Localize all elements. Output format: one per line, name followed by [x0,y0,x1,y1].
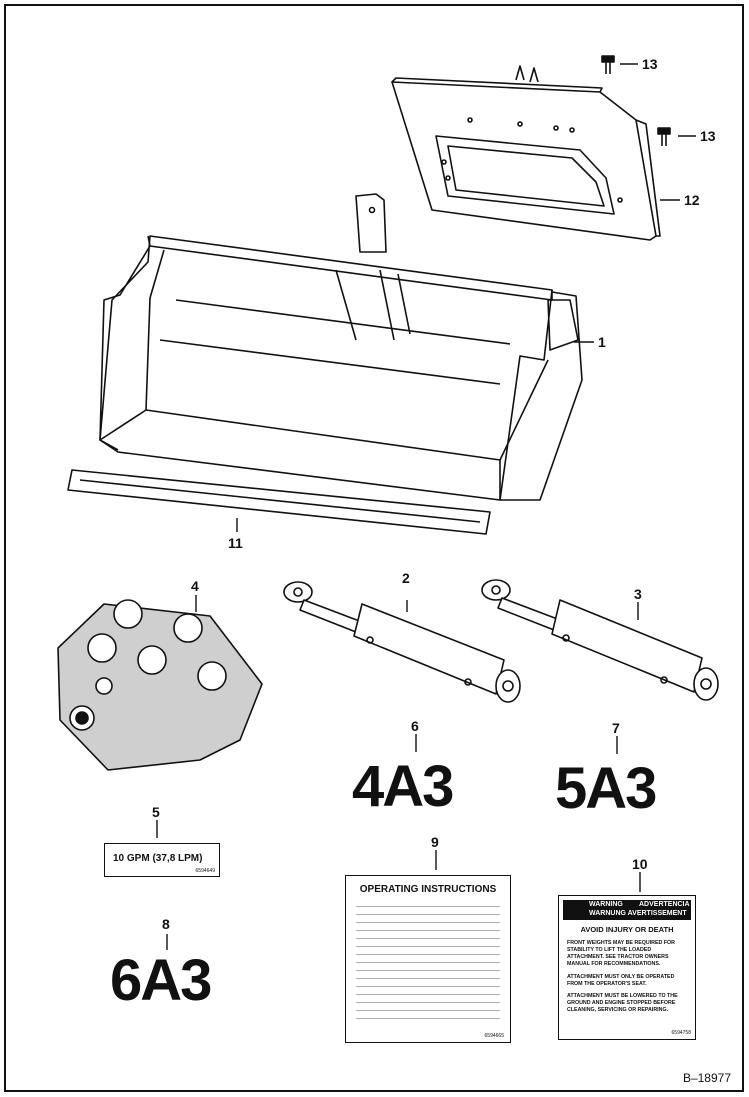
operating-part-number: 6594665 [484,1032,504,1039]
control-valve [57,599,263,771]
warning-item: FRONT WEIGHTS MAY BE REQUIRED FOR STABIL… [567,940,676,968]
decal-code-5a3: 5A3 [555,756,657,821]
callout-13-upper: 13 [642,56,658,72]
callout-9: 9 [431,834,439,850]
flow-label: 10 GPM (37,8 LPM) [113,853,203,864]
bucket [99,193,583,501]
warning-list: FRONT WEIGHTS MAY BE REQUIRED FOR STABIL… [567,940,689,1014]
mounting-plate [391,65,661,241]
figure-reference: B–18977 [682,1071,731,1085]
warning-item: ATTACHMENT MUST ONLY BE OPERATED FROM TH… [567,973,675,987]
callout-6: 6 [411,718,419,734]
callout-5: 5 [152,804,160,820]
cylinder-3 [481,579,719,701]
callout-13-lower: 13 [700,128,716,144]
decal-operating-instructions: OPERATING INSTRUCTIONS 6594665 [345,875,511,1043]
callout-1: 1 [598,334,606,350]
decal-code-6a3: 6A3 [110,948,212,1013]
leader-lines [156,63,696,950]
callout-3: 3 [634,586,642,602]
bolt [601,55,671,146]
warning-title: AVOID INJURY OR DEATH [580,925,674,934]
decal-code-4a3: 4A3 [352,754,454,819]
operating-title: OPERATING INSTRUCTIONS [359,884,497,895]
warning-header-left: WARNING [589,901,623,908]
decal-flow-rating: 10 GPM (37,8 LPM) 6594649 [104,843,220,877]
warning-item: ATTACHMENT MUST BE LOWERED TO THE GROUND… [567,992,678,1014]
callout-2: 2 [402,570,410,586]
cylinder-2 [283,581,521,703]
warning-part-number: 6594758 [671,1029,691,1036]
callout-12: 12 [684,192,700,208]
operating-text-block [356,902,500,1026]
cutting-edge [67,469,491,535]
flow-part-number: 6594649 [195,867,215,874]
warning-header-right: ADVERTENCIA [639,901,690,908]
callout-8: 8 [162,916,170,932]
warning-header-sub: WARNUNG AVERTISSEMENT [589,910,687,917]
callout-11: 11 [228,535,243,551]
drawing-border [4,4,744,1092]
callout-7: 7 [612,720,620,736]
decal-warning: WARNING ADVERTENCIA WARNUNG AVERTISSEMEN… [558,895,696,1040]
warning-header: WARNING ADVERTENCIA WARNUNG AVERTISSEMEN… [563,900,691,920]
callout-10: 10 [632,856,648,872]
callout-4: 4 [191,578,199,594]
